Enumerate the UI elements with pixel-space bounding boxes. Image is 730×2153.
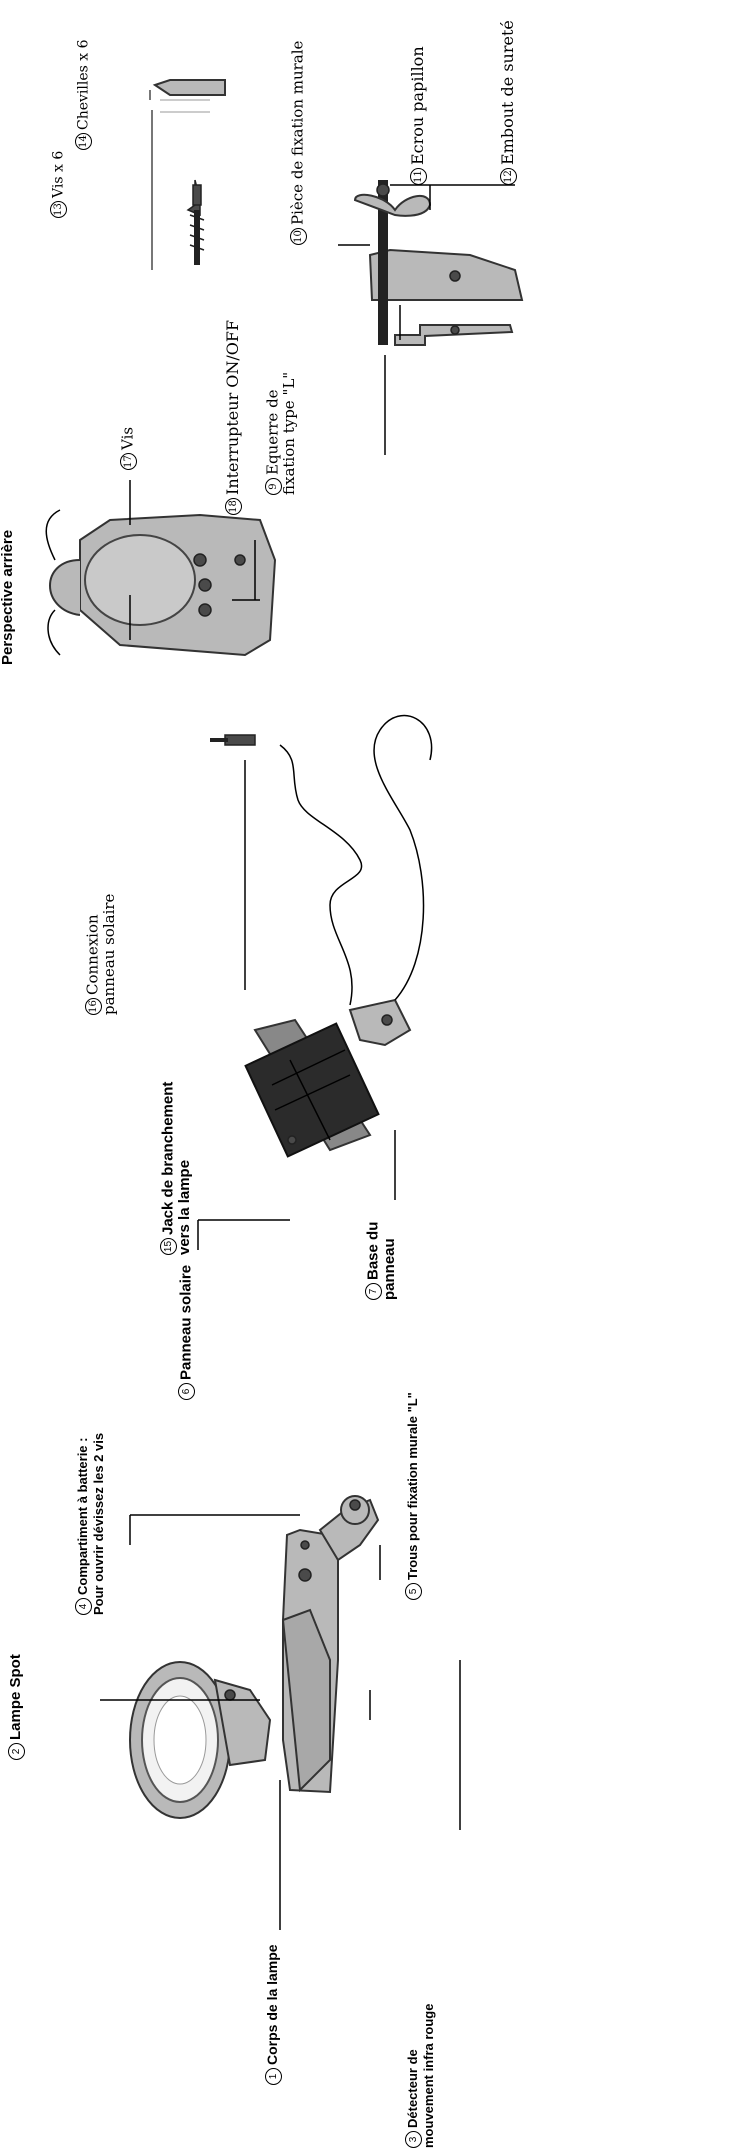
label-ecrou: 11Ecrou papillon: [410, 46, 427, 185]
label-trous-fixation: 5Trous pour fixation murale "L": [405, 1392, 422, 1600]
label-base-panneau: 7Base du panneau: [365, 1222, 397, 1300]
solar-panel: [246, 1000, 410, 1156]
label-chevilles: 14Chevilles x 6: [75, 39, 92, 150]
label-corps-lampe: 1Corps de la lampe: [265, 1944, 282, 2085]
label-detecteur: 3Détecteur de mouvement infra rouge: [405, 2004, 435, 2148]
label-connexion: 16Connexion panneau solaire: [85, 894, 117, 1015]
label-compartiment: 4Compartiment à batterie : Pour ouvrir d…: [75, 1433, 105, 1615]
label-embout: 12Embout de sureté: [500, 20, 517, 185]
jack-cable: [210, 716, 432, 1005]
lamp-body: [283, 1530, 338, 1792]
label-vis: 17Vis: [120, 427, 137, 470]
label-interrupteur: 18Interrupteur ON/OFF: [225, 320, 242, 515]
label-equerre: 9Equerre de fixation type "L": [265, 372, 297, 495]
wall-mount: [355, 180, 522, 345]
page-heading: Perspective arrière: [0, 530, 15, 665]
screws-and-plugs: [150, 80, 225, 270]
label-vis-x6: 13Vis x 6: [50, 151, 67, 218]
label-piece-fixation: 10Pièce de fixation murale: [290, 41, 307, 245]
label-jack: 15Jack de branchement vers la lampe: [160, 1082, 192, 1255]
label-panneau-solaire: 6Panneau solaire: [178, 1265, 195, 1400]
lamp-spot: [130, 1662, 270, 1818]
label-lampe-spot: 2Lampe Spot: [8, 1654, 25, 1760]
rear-view: [46, 510, 275, 655]
